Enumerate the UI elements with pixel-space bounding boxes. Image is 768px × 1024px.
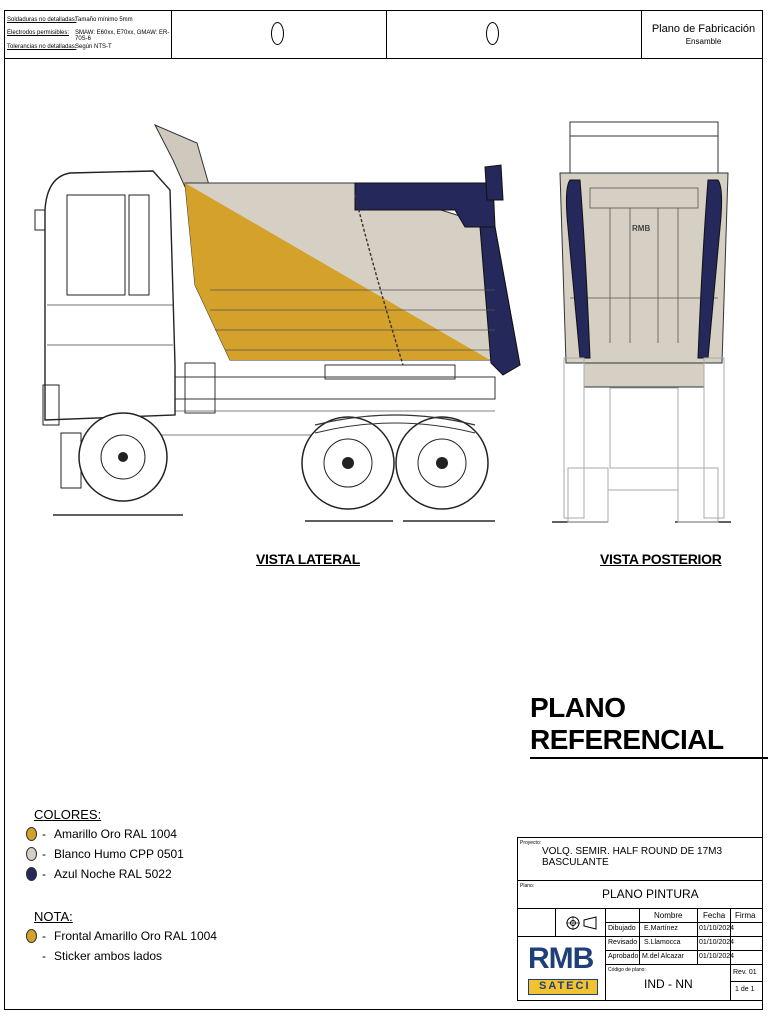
name-cell: E.Martínez [640, 923, 698, 937]
spec-label: Electrodos permisibles: [7, 30, 70, 36]
color-swatch-icon [26, 827, 37, 841]
name-value: S.Llamocca [644, 939, 681, 946]
signature-cell [731, 923, 763, 937]
role-header-cell [606, 909, 640, 923]
color-item: - Azul Noche RAL 5022 [26, 864, 184, 884]
spec-value: Según NTS-T [75, 44, 112, 50]
drawing-sheet: Soldaduras no detalladas: Tamaño mínimo … [4, 10, 763, 1010]
drawing-code: IND - NN [644, 977, 693, 991]
plan-caption: Plano: [520, 883, 535, 889]
color-item: - Blanco Humo CPP 0501 [26, 844, 184, 864]
rev-cell: Rev. 01 [731, 965, 763, 982]
projection-cell-1 [171, 11, 387, 58]
name-value: E.Martínez [644, 925, 678, 932]
header-row: Soldaduras no detalladas: Tamaño mínimo … [5, 11, 762, 59]
role-label: Dibujado [608, 925, 636, 932]
side-view-drawing [34, 123, 521, 522]
note-heading: NOTA: [34, 909, 73, 924]
color-swatch-icon [26, 867, 37, 881]
projection-cell-2 [386, 11, 641, 58]
spec-label: Tolerancias no detalladas: [7, 44, 77, 50]
color-label: Amarillo Oro RAL 1004 [54, 827, 177, 841]
note-label: Frontal Amarillo Oro RAL 1004 [54, 929, 217, 943]
spec-value: SMAW: E60xx, E70xx, GMAW: ER-70S-6 [75, 30, 170, 42]
spec-notes: Soldaduras no detalladas: Tamaño mínimo … [5, 11, 172, 58]
date-value: 01/10/2024 [699, 953, 735, 960]
revision: Rev. 01 [733, 969, 757, 976]
projection-symbol-icon [566, 916, 597, 930]
role-cell: Dibujado [606, 923, 640, 937]
color-item: - Amarillo Oro RAL 1004 [26, 824, 184, 844]
note-item: - Sticker ambos lados [42, 949, 163, 963]
role-label: Aprobado [608, 953, 639, 960]
color-swatch-icon [26, 847, 37, 861]
name-cell: S.Llamocca [640, 937, 698, 951]
note-label: Sticker ambos lados [54, 949, 163, 963]
color-label: Azul Noche RAL 5022 [54, 867, 172, 881]
projection-circle-icon [271, 22, 284, 45]
projection-symbol-cell [556, 909, 606, 937]
sheet-title-cell: Plano de Fabricación Ensamble [641, 11, 765, 58]
project-caption: Proyecto: [520, 840, 542, 846]
company-logo-sub: SATECI [539, 980, 591, 992]
date-cell: 01/10/2024 [698, 937, 735, 951]
spec-label: Soldaduras no detalladas: [7, 17, 77, 23]
note-item: - Frontal Amarillo Oro RAL 1004 [26, 926, 217, 946]
rear-view-label: VISTA POSTERIOR [600, 551, 722, 567]
signature-cell [731, 937, 763, 951]
col-header-cell: Fecha [698, 909, 731, 923]
projection-circle-icon [486, 22, 499, 45]
col-header: Nombre [654, 911, 683, 920]
title-block: Proyecto: VOLQ. SEMIR. HALF ROUND DE 17M… [517, 837, 763, 1001]
color-swatch-icon [26, 929, 37, 943]
col-header-cell: Firma [731, 909, 763, 923]
logo-sub-bar: SATECI [528, 979, 598, 995]
date-value: 01/10/2024 [699, 939, 735, 946]
project-name: VOLQ. SEMIR. HALF ROUND DE 17M3 BASCULAN… [542, 846, 723, 868]
code-caption: Código de plano: [608, 967, 646, 973]
colors-heading: COLORES: [34, 807, 102, 822]
role-label: Revisado [608, 939, 638, 946]
role-cell: Revisado [606, 937, 640, 951]
rear-view-drawing: RMB [552, 121, 731, 523]
code-cell: Código de plano: IND - NN [606, 965, 731, 1000]
date-value: 01/10/2024 [699, 925, 735, 932]
role-cell: Aprobado [606, 951, 640, 965]
col-header-cell: Nombre [640, 909, 698, 923]
spec-value: Tamaño mínimo 5mm [75, 17, 133, 23]
name-value: M.del Alcazar [642, 953, 685, 960]
company-logo-main: RMB [528, 942, 594, 975]
project-cell: Proyecto: VOLQ. SEMIR. HALF ROUND DE 17M… [518, 838, 763, 881]
col-header: Fecha [703, 911, 726, 920]
plan-cell: Plano: PLANO PINTURA [518, 881, 763, 909]
date-cell: 01/10/2024 [698, 923, 735, 937]
sheet-number: 1 de 1 [735, 986, 755, 993]
note-legend: NOTA: - Frontal Amarillo Oro RAL 1004 - … [26, 909, 217, 966]
name-cell: M.del Alcazar [640, 951, 698, 965]
plan-name: PLANO PINTURA [602, 887, 699, 901]
signature-cell [731, 951, 763, 965]
side-view-label: VISTA LATERAL [256, 551, 360, 567]
color-label: Blanco Humo CPP 0501 [54, 847, 184, 861]
svg-text:RMB: RMB [632, 224, 650, 233]
sheet-title: Plano de Fabricación [651, 23, 756, 35]
col-header: Firma [735, 911, 756, 920]
sheet-number-cell: 1 de 1 [731, 982, 763, 1000]
date-cell: 01/10/2024 [698, 951, 735, 965]
blank-cell [518, 909, 556, 937]
colors-legend: COLORES: - Amarillo Oro RAL 1004 - Blanc… [26, 807, 184, 884]
sheet-subtitle: Ensamble [685, 37, 722, 46]
main-title: PLANO REFERENCIAL [530, 692, 768, 759]
logo-cell: RMB SATECI [518, 937, 606, 1000]
